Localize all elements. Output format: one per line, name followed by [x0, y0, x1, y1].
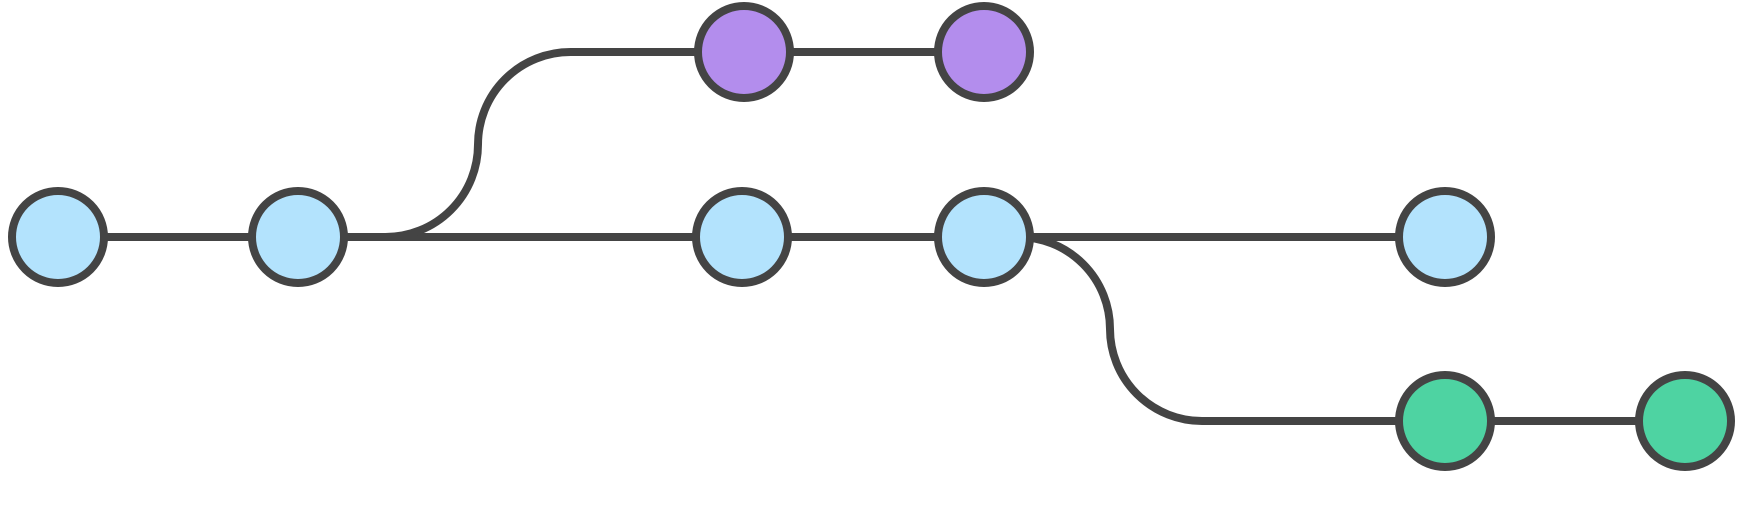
main-commit-node — [934, 187, 1034, 287]
feature-bottom-fork-curve — [984, 233, 1445, 425]
main-commit-node — [1395, 187, 1495, 287]
feature-top-commit-node — [934, 2, 1034, 102]
main-commit-node — [248, 187, 348, 287]
commit-nodes — [8, 2, 1735, 471]
feature-top-commit-node — [694, 2, 794, 102]
main-commit-node — [8, 187, 108, 287]
feature-bottom-commit-node — [1395, 371, 1495, 471]
main-commit-node — [692, 187, 792, 287]
feature-bottom-commit-node — [1635, 371, 1735, 471]
feature-top-fork-curve — [298, 48, 744, 241]
